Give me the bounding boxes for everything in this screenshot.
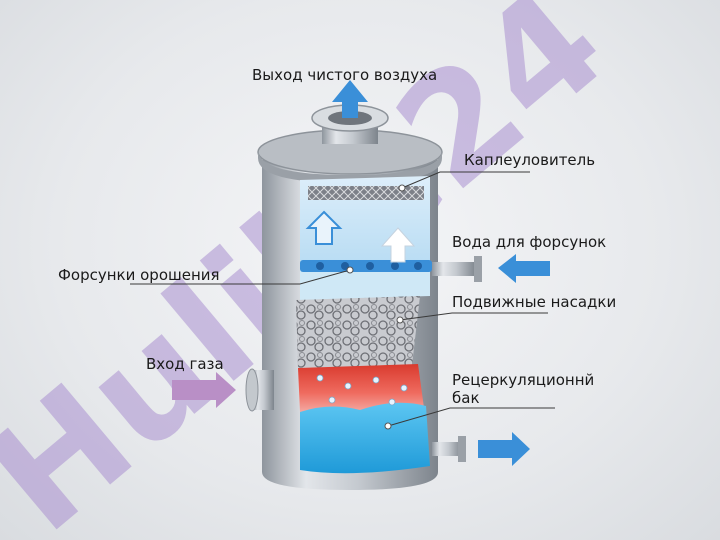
label-nozzle-water: Вода для форсунок <box>452 233 606 251</box>
leader-lines <box>130 171 555 427</box>
droplet-separator-mesh <box>308 186 424 200</box>
upflow-arrow <box>380 227 416 263</box>
clean-air-arrow <box>332 80 368 118</box>
leader-dot <box>398 184 406 192</box>
upflow-arrow-outline <box>305 210 343 245</box>
label-droplet-separator: Каплеуловитель <box>464 151 595 169</box>
water-inlet-pipe <box>432 256 482 282</box>
leader-dot <box>396 316 404 324</box>
tank-outlet-pipe <box>432 436 466 462</box>
label-recirculation-tank-line2: бак <box>452 389 480 407</box>
label-clean-air-outlet: Выход чистого воздуха <box>252 66 437 84</box>
label-gas-inlet: Вход газа <box>146 355 224 373</box>
water-droplets <box>316 374 408 406</box>
label-spray-nozzles: Форсунки орошения <box>58 266 220 284</box>
leader-dot <box>346 266 354 274</box>
gas-in-arrow <box>172 372 236 408</box>
tank-out-arrow <box>478 432 530 466</box>
spray-nozzle-header <box>300 260 432 272</box>
gas-inlet-pipe <box>245 368 274 412</box>
label-moving-packing: Подвижные насадки <box>452 293 616 311</box>
water-in-arrow <box>498 254 550 283</box>
label-recirculation-tank-line1: Рецеркуляционнй <box>452 371 594 389</box>
leader-dot <box>384 422 392 430</box>
